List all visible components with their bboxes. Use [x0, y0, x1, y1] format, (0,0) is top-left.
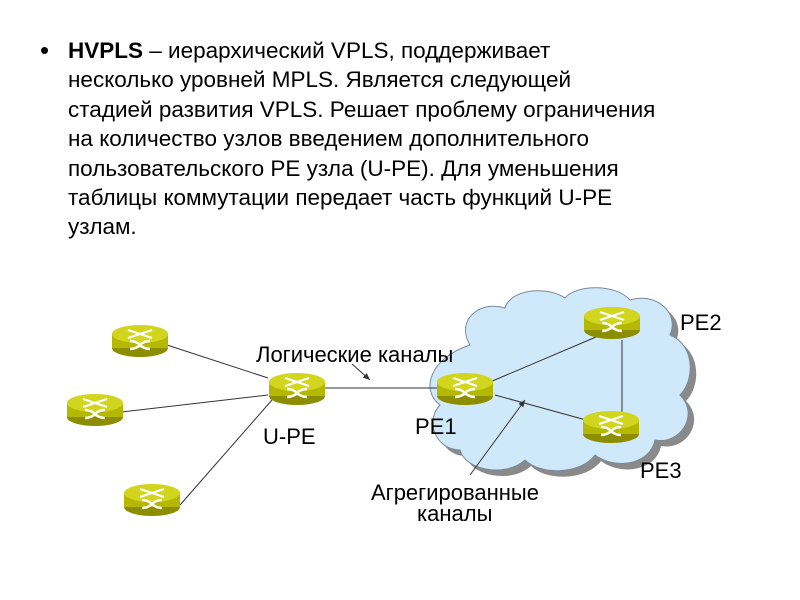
label-aggregated-line1: Агрегированные	[371, 480, 539, 505]
router-cpe3-icon	[122, 482, 182, 518]
label-aggregated-line2: каналы	[417, 501, 492, 526]
link-pe1-pe2	[489, 336, 597, 383]
label-upe: U-PE	[263, 424, 316, 449]
link-cpe3-upe	[179, 399, 273, 506]
text-line: стадией развития VPLS. Решает проблему о…	[68, 96, 656, 122]
text-line: на количество узлов введением дополнител…	[68, 126, 590, 152]
router-cpe1-icon	[110, 323, 170, 359]
text-line: несколько уровней MPLS. Является следующ…	[68, 67, 572, 93]
link-pe1-pe3	[494, 394, 587, 421]
text-line: таблицы коммутации передает часть функци…	[68, 185, 613, 211]
bullet-text: HVPLS – иерархический VPLS, поддерживает…	[68, 36, 788, 242]
label-pe2: PE2	[680, 310, 722, 335]
arrow-logical-channels	[351, 363, 371, 381]
text-line: пользовательского PE узла (U-PE). Для ум…	[68, 155, 619, 181]
text-line: узлам.	[68, 214, 137, 240]
text-line: – иерархический VPLS, поддерживает	[143, 38, 551, 63]
router-cpe2-icon	[65, 392, 125, 428]
router-pe2-icon	[582, 305, 642, 341]
router-pe3-icon	[581, 409, 641, 445]
link-cpe1-upe	[166, 344, 269, 379]
link-cpe2-upe	[121, 394, 269, 413]
bullet-symbol: •	[40, 35, 50, 65]
router-upe-icon	[267, 371, 327, 407]
router-pe1-icon	[435, 371, 495, 407]
term-hvpls: HVPLS	[68, 38, 144, 63]
label-pe1: PE1	[415, 414, 457, 439]
arrow-aggregated-channels	[469, 399, 526, 476]
label-pe3: PE3	[640, 458, 682, 483]
label-logical-channels: Логические каналы	[256, 342, 453, 367]
